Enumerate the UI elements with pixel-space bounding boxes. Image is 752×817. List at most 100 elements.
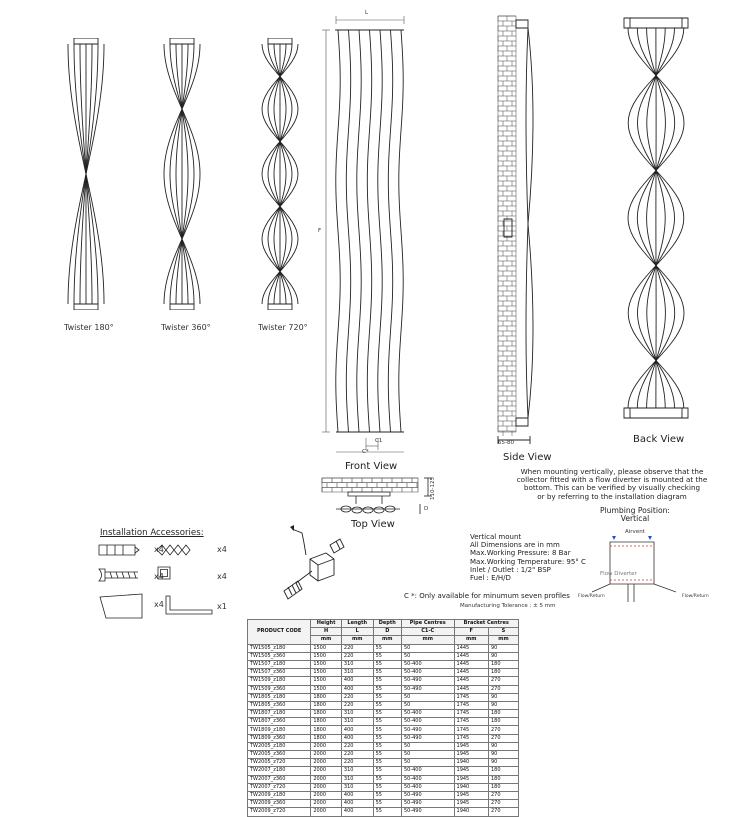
table-header-row: PRODUCT CODE Height Length Depth Pipe Ce… [246,618,520,645]
table-cell: 400 [340,733,374,743]
table-cell: 1945 [453,766,489,776]
table-cell: 1800 [310,700,342,711]
table-cell: 50 [400,651,455,661]
table-cell: 270 [487,684,520,694]
table-cell: TW2005_z360 [246,749,312,760]
table-cell: 400 [340,790,374,801]
table-cell: 50-490 [400,733,455,743]
plumbing-title: Plumbing Position: Vertical [580,506,690,524]
dim-65-label: 65-80 [498,440,514,446]
unit: mm [340,635,374,645]
table-cell: 1500 [310,643,342,653]
table-cell: 270 [487,790,520,801]
table-cell: 2000 [310,758,342,768]
table-cell: 55 [372,799,402,809]
table-cell: 310 [340,774,374,784]
table-cell: 220 [340,700,374,711]
table-cell: 90 [487,741,520,752]
table-cell: 1445 [453,668,489,678]
table-cell: 90 [487,651,520,661]
airvent-label: Airvent [625,529,645,535]
table-cell: 55 [372,766,402,776]
table-cell: TW2007_z360 [246,774,312,784]
table-cell: TW1509_z180 [246,676,312,686]
footnote: C *: Only available for minumum seven pr… [404,592,570,600]
screw-qty: x4 [154,572,164,581]
table-cell: 1500 [310,668,342,678]
table-cell: 220 [340,651,374,661]
table-cell: 310 [340,659,374,670]
table-cell: 1745 [453,725,489,735]
table-cell: 1940 [453,807,489,817]
back-view-drawing [616,14,696,424]
table-cell: 1945 [453,749,489,760]
table-cell: 1500 [310,651,342,661]
dim-d-label: D [424,506,429,512]
table-cell: 310 [340,668,374,678]
table-cell: 50-490 [400,725,455,735]
sub-c: C1-C [400,627,455,637]
table-cell: TW2005_z720 [246,758,312,768]
top-view-drawing [320,468,450,520]
plumbing-title-line2: Vertical [620,514,650,524]
table-cell: TW1805_z180 [246,692,312,702]
table-cell: 1945 [453,790,489,801]
cover-plate-icon [98,593,144,619]
dim-110-label: 110-125 [430,477,436,500]
table-cell: 50 [400,741,455,752]
table-cell: 1445 [453,643,489,653]
table-cell: 2000 [310,782,342,792]
table-cell: 50-490 [400,684,455,694]
table-cell: 310 [340,782,374,792]
table-cell: 90 [487,700,520,711]
table-cell: 270 [487,799,520,809]
side-view-drawing [494,14,554,454]
table-cell: 55 [372,741,402,752]
table-cell: TW1809_z180 [246,725,312,735]
table-cell: 1500 [310,676,342,686]
table-cell: 55 [372,725,402,735]
sub-f: F [453,627,489,637]
table-cell: TW1509_z360 [246,684,312,694]
spec-line: All Dimensions are in mm [470,541,560,550]
unit: mm [487,635,520,645]
table-cell: TW2005_z180 [246,741,312,752]
table-cell: 55 [372,774,402,784]
table-cell: 55 [372,782,402,792]
unit: mm [453,635,489,645]
col-depth: Depth [372,618,402,629]
unit: mm [310,635,342,645]
table-cell: 180 [487,782,520,792]
table-cell: 50-490 [400,807,455,817]
accessories-title: Installation Accessories: [100,528,204,538]
col-product-code: PRODUCT CODE [246,619,312,645]
dim-l-label: L [365,10,369,16]
anchor-qty: x4 [154,545,164,554]
table-cell: 55 [372,659,402,670]
table-cell: 55 [372,758,402,768]
table-cell: 400 [340,807,374,817]
front-view-label: Front View [345,461,398,472]
table-cell: 400 [340,684,374,694]
table-cell: 220 [340,749,374,760]
table-cell: 90 [487,758,520,768]
table-cell: 55 [372,692,402,702]
table-cell: TW1507_z180 [246,659,312,670]
table-cell: 1800 [310,692,342,702]
product-table: PRODUCT CODE Height Length Depth Pipe Ce… [246,618,520,817]
top-view-label: Top View [351,519,395,530]
mounting-note-line: or by referring to the installation diag… [537,491,687,501]
table-cell: 400 [340,676,374,686]
table-cell: 1745 [453,717,489,727]
sub-s: S [487,627,520,637]
table-cell: 2000 [310,790,342,801]
table-cell: 55 [372,651,402,661]
col-length: Length [340,618,374,629]
col-bracket-centres: Bracket Centres [453,618,520,629]
